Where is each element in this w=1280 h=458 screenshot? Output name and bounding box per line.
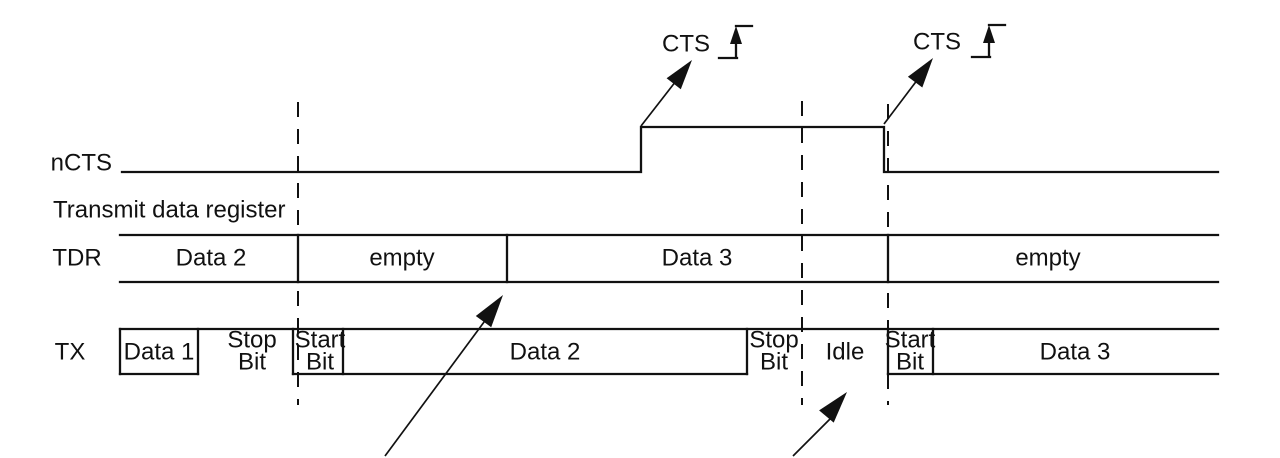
rising-edge-icon — [970, 23, 1007, 59]
tx-cell-label-line2: Bit — [760, 349, 788, 376]
tx-cell-label: Data 1 — [124, 339, 195, 366]
tx-cell-label-line2: Bit — [306, 349, 334, 376]
tx-cell-label-line1: Start — [295, 327, 346, 354]
tx-cell-label-line1: Stop — [227, 327, 276, 354]
cts-label: CTS — [913, 29, 961, 56]
tx-cell-label: Data 3 — [1040, 339, 1111, 366]
annotation-arrow — [640, 60, 692, 127]
tx-cell-label: Idle — [826, 339, 865, 366]
cts-label: CTS — [662, 31, 710, 58]
ncts-row-label: nCTS — [51, 150, 112, 177]
tdr-band — [118, 233, 1220, 284]
ncts-signal-trace — [120, 125, 1220, 174]
tdr-cell-label: empty — [1015, 245, 1080, 272]
rising-edge-icon — [717, 24, 754, 60]
tdr-cell-label: Data 3 — [662, 245, 733, 272]
cts-annotation-2: CTS — [883, 23, 1007, 125]
idle-callout-arrow — [792, 392, 847, 457]
cts-annotation-1: CTS — [640, 24, 754, 127]
tx-cell-label-line2: Bit — [238, 349, 266, 376]
tx-band — [118, 327, 1220, 376]
tx-cell-label: Data 2 — [510, 339, 581, 366]
tdr-write-callout-arrow — [384, 295, 503, 457]
tdr-cell-label: Data 2 — [176, 245, 247, 272]
annotation-arrow — [883, 58, 933, 125]
tx-cell-label-line1: Stop — [749, 327, 798, 354]
tdr-cell-label: empty — [369, 245, 434, 272]
tx-cell-label-line1: Start — [885, 327, 936, 354]
tx-row-label: TX — [55, 339, 86, 366]
tdr-caption: Transmit data register — [53, 197, 286, 224]
tx-cell-label-line2: Bit — [896, 349, 924, 376]
tdr-row-label: TDR — [52, 245, 101, 272]
